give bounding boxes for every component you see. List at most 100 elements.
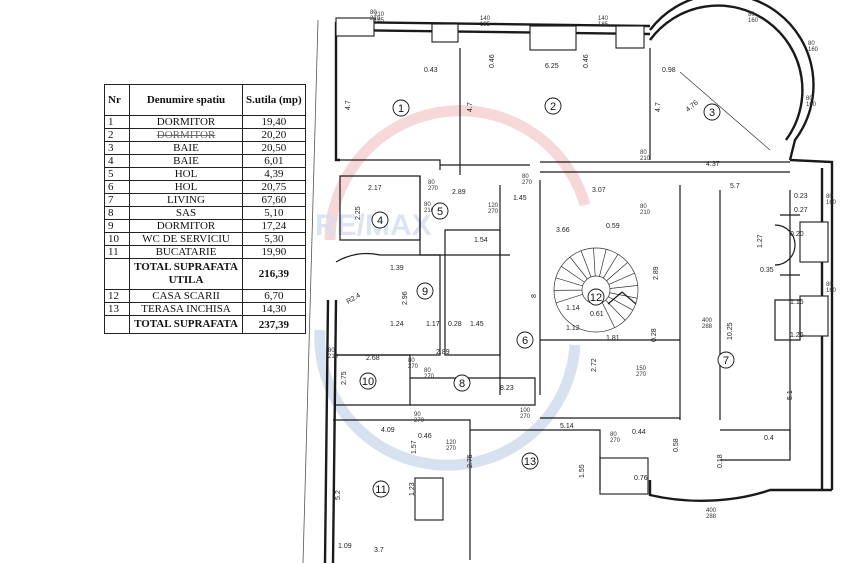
dim-label: 0.46 bbox=[418, 433, 432, 440]
room-number-text: 7 bbox=[723, 355, 729, 367]
column-header-name: Denumire spatiu bbox=[129, 84, 243, 116]
dim-label: 0.23 bbox=[794, 193, 808, 200]
dim-label: 4.09 bbox=[381, 427, 395, 434]
dim-label: 0.28 bbox=[651, 328, 658, 342]
room-number-6: 6 bbox=[516, 331, 534, 349]
stair-tread bbox=[608, 296, 634, 311]
table-header-row: Nr Denumire spatiu S.utila (mp) bbox=[104, 84, 306, 116]
room-number-8: 8 bbox=[453, 374, 471, 392]
dim-label: 0.35 bbox=[760, 267, 774, 274]
dim-label: 8 bbox=[531, 294, 538, 298]
dim-label: 1.45 bbox=[513, 195, 527, 202]
room-name: SAS bbox=[129, 206, 243, 220]
room-area: 6,70 bbox=[242, 289, 306, 303]
dim-label: 3.07 bbox=[592, 187, 606, 194]
room-area: 14,30 bbox=[242, 302, 306, 316]
dim-label: 8.23 bbox=[500, 385, 514, 392]
room-number-11: 11 bbox=[372, 480, 390, 498]
stair-radius-label: R2.4 bbox=[346, 292, 362, 306]
stair-tread bbox=[599, 249, 607, 277]
page-margin-line bbox=[302, 19, 319, 563]
dim-label: 0.46 bbox=[583, 54, 590, 68]
dim-label: 10.25 bbox=[727, 322, 734, 340]
room-number-circle bbox=[521, 452, 539, 470]
room-number-text: 13 bbox=[524, 456, 536, 468]
dim-label: 4.76 bbox=[685, 99, 700, 113]
room-number-circle bbox=[371, 211, 389, 229]
dim-label: 0.28 bbox=[448, 321, 462, 328]
row-number bbox=[104, 258, 130, 290]
room-number-2: 2 bbox=[544, 97, 562, 115]
stair-tread bbox=[561, 266, 585, 283]
dim-label: 6.25 bbox=[545, 63, 559, 70]
dim-label: 0.58 bbox=[673, 438, 680, 452]
room-number-5: 5 bbox=[431, 202, 449, 220]
watermark-text: RE/MAX bbox=[315, 209, 432, 242]
room-number-7: 7 bbox=[717, 351, 735, 369]
dim-label: 2.89 bbox=[436, 349, 450, 356]
dim-label: 3.7 bbox=[374, 547, 384, 554]
dim-label: 1.24 bbox=[390, 321, 404, 328]
dim-label: 0.59 bbox=[606, 223, 620, 230]
room-number-text: 6 bbox=[522, 335, 528, 347]
dim-label: 4.7 bbox=[655, 102, 662, 112]
room-number-12: 12 bbox=[587, 288, 605, 306]
bay-dimension-line bbox=[679, 71, 771, 151]
stair-tread bbox=[606, 262, 628, 282]
dim-label: 2.96 bbox=[402, 291, 409, 305]
dim-label: 1.55 bbox=[579, 464, 586, 478]
room-name: BUCATARIE bbox=[129, 245, 243, 259]
dim-label: 2.25 bbox=[355, 206, 362, 220]
room-area: 6,01 bbox=[242, 154, 306, 168]
room-number-circle bbox=[703, 103, 721, 121]
dim-label: 1.81 bbox=[606, 335, 620, 342]
dim-label: 1.23 bbox=[409, 482, 416, 496]
dim-label: 3.66 bbox=[556, 227, 570, 234]
row-number: 6 bbox=[104, 180, 130, 194]
dimension-labels: 6.25 4.7 4.7 4.7 0.43 0.46 0.46 0.98 4.7… bbox=[335, 54, 808, 554]
room-number-3: 3 bbox=[703, 103, 721, 121]
room-number-circle bbox=[372, 480, 390, 498]
dim-label: 2.89 bbox=[452, 189, 466, 196]
room-number-circle bbox=[453, 374, 471, 392]
row-number: 10 bbox=[104, 232, 130, 246]
dim-label: 0.46 bbox=[489, 54, 496, 68]
room-number-circle bbox=[516, 331, 534, 349]
room-area: 67,60 bbox=[242, 193, 306, 207]
room-name: LIVING bbox=[129, 193, 243, 207]
room-area: 19,40 bbox=[242, 115, 306, 129]
room-area: 237,39 bbox=[242, 315, 306, 334]
room-number-text: 11 bbox=[375, 484, 386, 496]
dim-label: 2.72 bbox=[591, 358, 598, 372]
row-number: 5 bbox=[104, 167, 130, 181]
room-number-text: 12 bbox=[590, 292, 602, 304]
dim-label: 0.18 bbox=[717, 454, 724, 468]
room-area: 20,50 bbox=[242, 141, 306, 155]
dim-label: 4.37 bbox=[706, 161, 720, 168]
stair-tread bbox=[609, 292, 638, 299]
room-number-text: 5 bbox=[437, 206, 443, 218]
room-area: 216,39 bbox=[242, 258, 306, 290]
row-number: 12 bbox=[104, 289, 130, 303]
column-header-nr: Nr bbox=[104, 84, 130, 116]
column-header-area: S.utila (mp) bbox=[242, 84, 306, 116]
room-area: 5,30 bbox=[242, 232, 306, 246]
room-number-10: 10 bbox=[359, 372, 377, 390]
